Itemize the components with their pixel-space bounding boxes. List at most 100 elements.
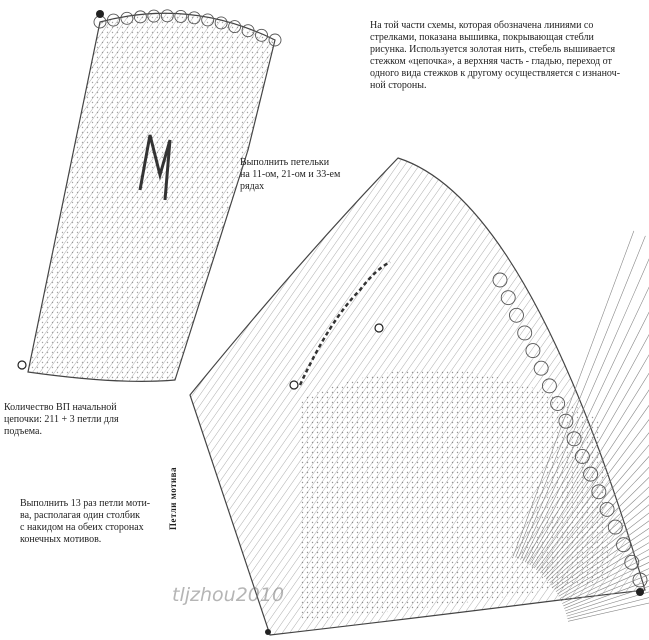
stitch-row-line [531, 389, 649, 567]
stitch-row-line [529, 372, 649, 566]
fan-end-marker [636, 588, 644, 596]
scallop-stitch [120, 11, 134, 25]
embroidery-instructions: На той части схемы, которая обозначена л… [370, 20, 640, 92]
stitch-row-line [545, 476, 649, 580]
stitch-row-line [527, 354, 649, 564]
stitch-row-line [542, 456, 649, 576]
stitch-row-line [517, 258, 649, 559]
watermark: tljzhou2010 [172, 584, 285, 606]
scallop-stitch [624, 554, 640, 570]
stitch-row-line [558, 542, 649, 597]
loops-instructions: Выполнить петельки на 11-ом, 21-ом и 33-… [240, 157, 360, 193]
scallop-stitch [541, 378, 557, 394]
note-line: Количество ВП начальной [4, 402, 117, 413]
scallop-stitch [533, 360, 549, 376]
stitch-row-line [540, 444, 649, 574]
scallop-stitch [558, 413, 574, 429]
stitch-row-line [544, 466, 649, 578]
note-line: На той части схемы, которая обозначена л… [370, 20, 594, 31]
fan-scallops [492, 272, 648, 588]
fan-radial-lines [512, 230, 649, 622]
scallop-stitch [174, 9, 188, 23]
note-line: ной стороны. [370, 80, 427, 91]
scallop-stitch [147, 9, 161, 23]
stitch-row-line [554, 520, 649, 590]
stitch-row-line [520, 286, 649, 560]
stitch-row-line [522, 311, 649, 561]
scallop-stitch [607, 519, 623, 535]
fan-start-marker [265, 629, 271, 635]
scallop-stitch [268, 33, 282, 47]
scallop-stitch [187, 11, 201, 25]
note-line: ва, располагая один столбик [20, 510, 141, 521]
scallop-stitch [632, 572, 648, 588]
note-line: конечных мотивов. [20, 534, 102, 545]
upper-scallops [93, 9, 282, 47]
scallop-stitch [517, 325, 533, 341]
scallop-stitch [525, 343, 541, 359]
scallop-stitch [201, 13, 215, 27]
stitch-row-line [563, 568, 649, 607]
scallop-stitch [550, 396, 566, 411]
note-line: рисунка. Используется золотая нить, стеб… [370, 44, 616, 55]
stitch-row-line [566, 591, 649, 617]
stitch-row-line [559, 549, 649, 599]
stitch-row-line [549, 495, 649, 584]
stitch-row-line [524, 334, 649, 563]
scallop-stitch [133, 10, 147, 24]
scallop-stitch [214, 16, 228, 30]
lower-chart [189, 157, 649, 636]
motif-repeat-instructions: Выполнить 13 раз петли моти- ва, распола… [20, 498, 190, 546]
note-line: цепочки: 211 + 3 петли для [4, 414, 119, 425]
stitch-row-line [565, 585, 649, 614]
stitch-row-line [533, 404, 649, 569]
note-line: Выполнить 13 раз петли моти- [20, 498, 151, 509]
motif-loops-label: Петли мотива [168, 466, 178, 530]
scallop-stitch [591, 484, 607, 500]
scallop-stitch [616, 537, 631, 553]
scallop-stitch [599, 501, 615, 517]
stitch-row-line [538, 432, 649, 572]
note-line: рядах [240, 181, 265, 192]
stitch-row-line [557, 535, 649, 595]
stitch-row-line [567, 597, 649, 620]
chart-start-marker [96, 10, 104, 18]
upper-chart [17, 9, 282, 382]
scallop-stitch [228, 20, 242, 34]
scallop-stitch [107, 13, 120, 27]
note-line: подъема. [4, 426, 42, 437]
stitch-row-line [560, 555, 649, 602]
stitch-row-line [536, 419, 649, 570]
scallop-stitch [241, 24, 255, 38]
embroidery-chain-line [298, 260, 391, 386]
note-line: одного вида стежков к другому осуществля… [370, 68, 621, 79]
bead-marker-2 [374, 323, 384, 333]
stitch-row-line [555, 528, 649, 592]
stitch-row-line [515, 235, 646, 558]
stitch-row-line [551, 504, 649, 586]
stitch-row-line [564, 574, 649, 609]
motif-letter [138, 134, 172, 201]
note-line: с накидом на обеих сторонах [20, 522, 144, 533]
scallop-stitch [574, 449, 590, 464]
chart-end-marker [17, 360, 27, 370]
stitch-row-line [565, 580, 649, 612]
note-line: на 11-ом, 21-ом и 33-ем [240, 169, 341, 180]
note-line: Выполнить петельки [240, 157, 330, 168]
bead-marker-1 [289, 380, 299, 390]
scallop-stitch [500, 290, 516, 306]
scallop-stitch [255, 28, 268, 42]
note-line: стежком «цепочка», а верхняя часть - гла… [370, 56, 612, 67]
scallop-stitch [509, 307, 524, 323]
scallop-stitch [566, 431, 582, 447]
stitch-row-line [512, 230, 635, 557]
stitch-row-line [562, 562, 649, 604]
stitch-row-line [567, 602, 649, 622]
stitch-row-line [552, 512, 649, 588]
note-line: стрелками, показана вышивка, покрывающая… [370, 32, 594, 43]
chain-count-instructions: Количество ВП начальной цепочки: 211 + 3… [4, 402, 154, 438]
scallop-stitch [160, 9, 174, 23]
scallop-stitch [492, 272, 508, 288]
stitch-row-line [547, 486, 649, 582]
